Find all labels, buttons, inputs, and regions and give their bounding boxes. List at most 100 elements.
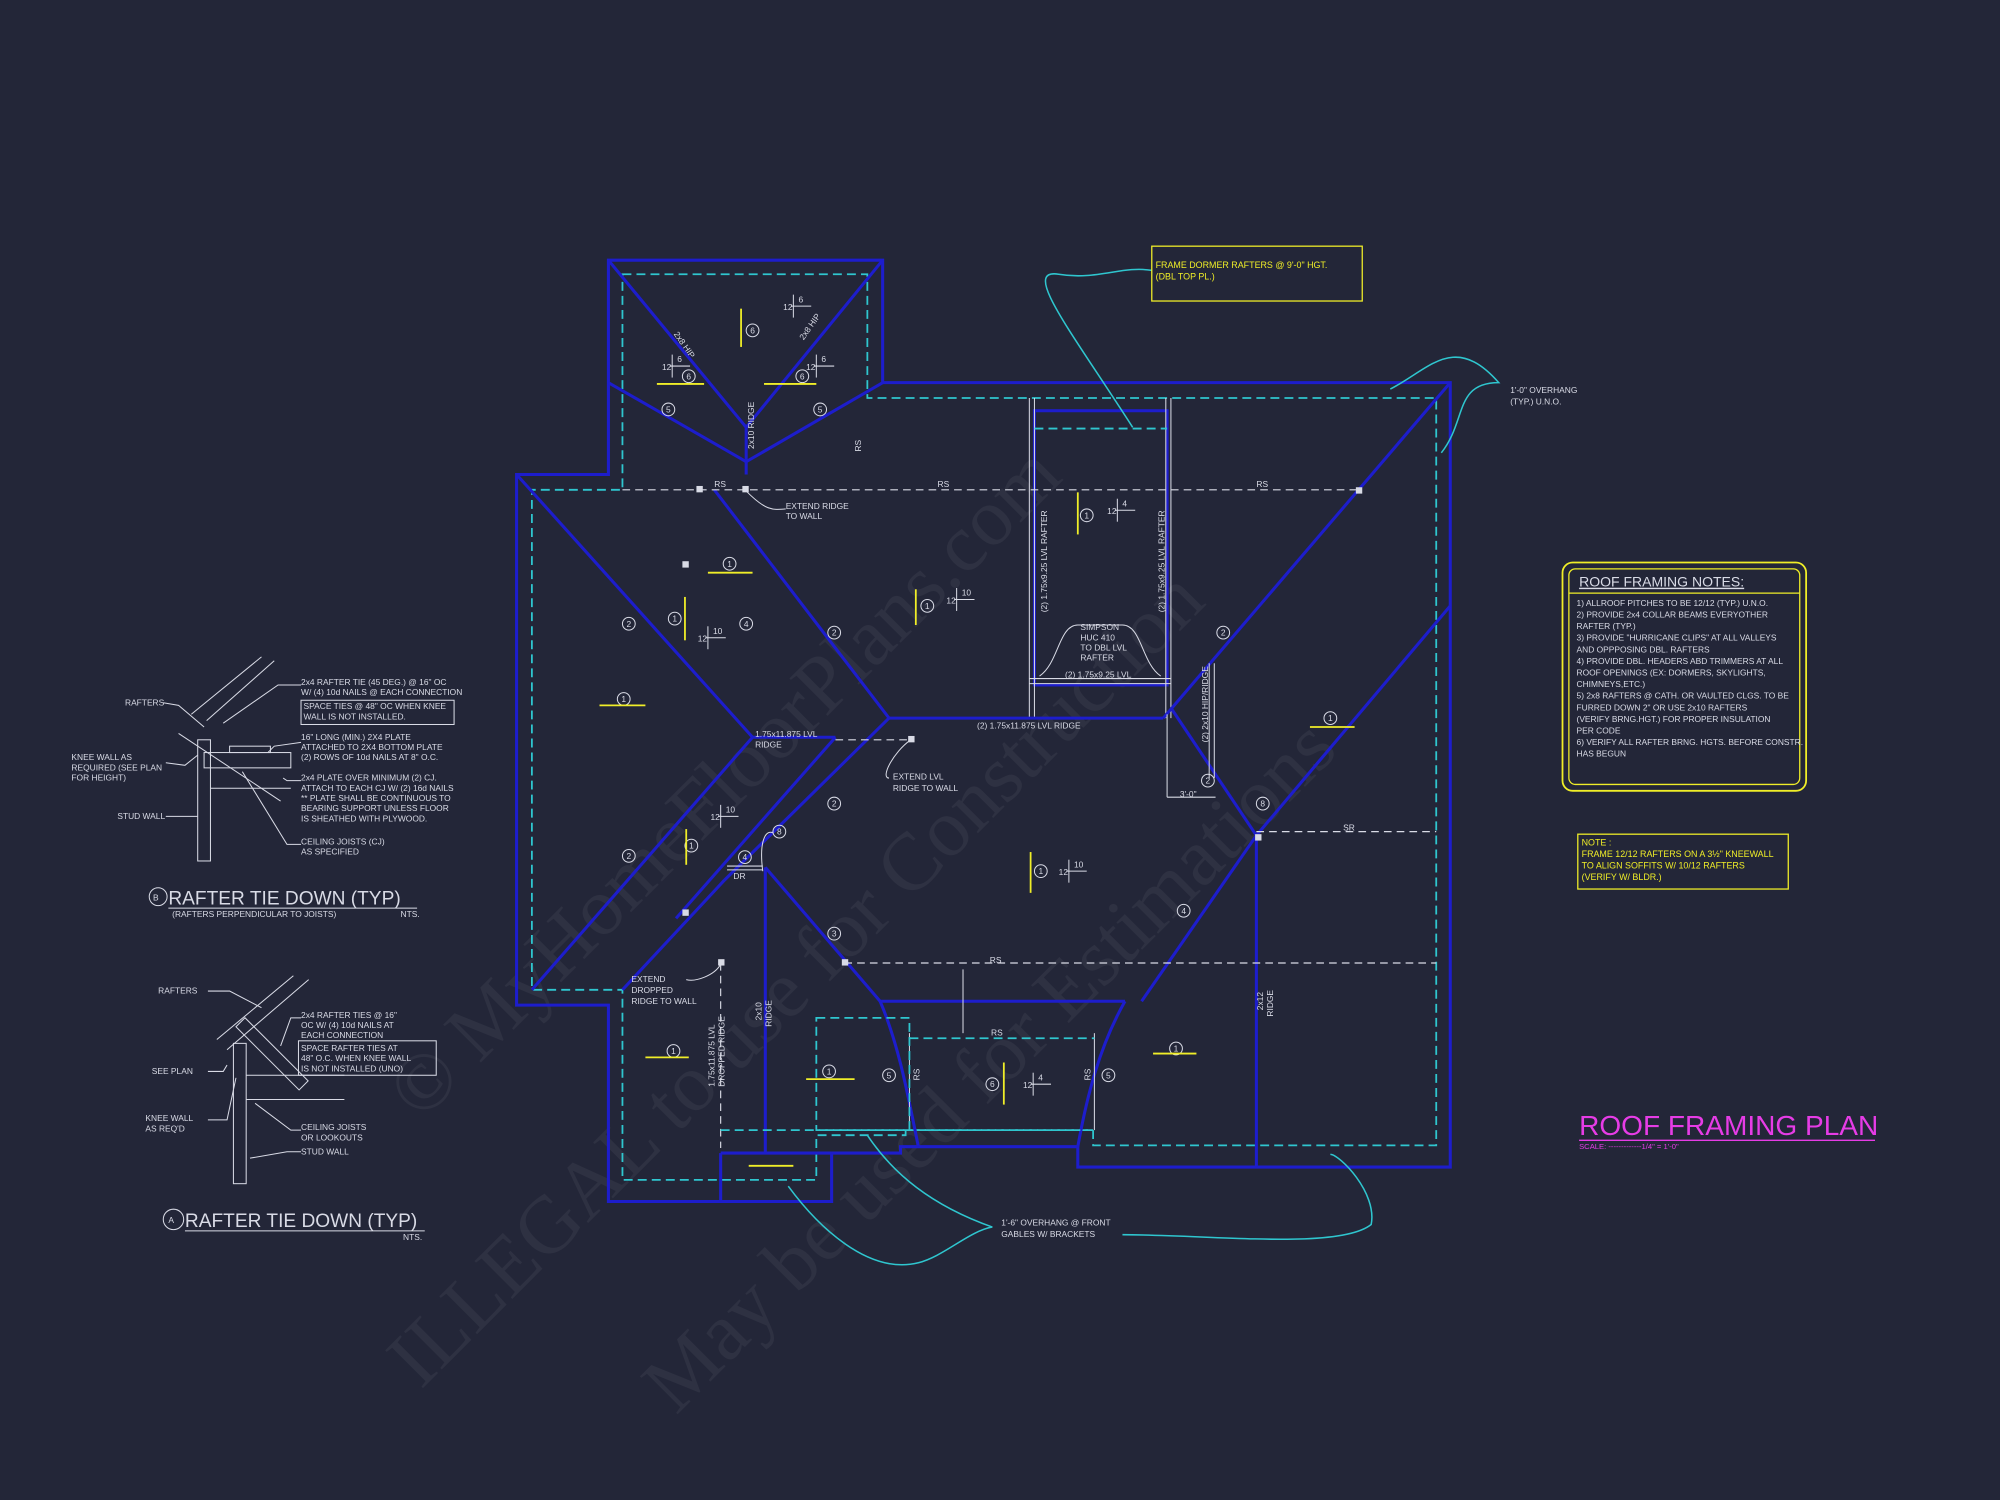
pitch-mark: 2	[621, 616, 636, 631]
kneewall-note-line: TO ALIGN SOFFITS W/ 10/12 RAFTERS	[1582, 861, 1745, 871]
pitch-run: 6	[677, 354, 682, 364]
pitch-mark-value: 6	[800, 371, 805, 381]
space-ties-label: 48" O.C. WHEN KNEE WALL	[301, 1053, 411, 1063]
note-line: RAFTER (TYP.)	[1577, 621, 1636, 631]
pitch-mark-value: 2	[626, 619, 631, 629]
plate-label: ATTACH TO EACH CJ W/ (2) 16d NAILS	[301, 783, 454, 793]
leaders	[686, 268, 1501, 1266]
pitch-mark: 6	[795, 369, 810, 384]
lvl-rafter-label: (2) 1.75x9.25 LVL RAFTER	[1157, 510, 1167, 612]
ridge-label: RIDGE	[1265, 990, 1275, 1017]
overhang-note-line: (TYP.) U.N.O.	[1510, 396, 1561, 406]
dormer-note-line: FRAME DORMER RAFTERS @ 9'-0" HGT.	[1156, 260, 1328, 270]
extend-dropped-label: DROPPED	[631, 985, 673, 995]
extend-ridge-label: TO WALL	[786, 511, 823, 521]
pitch-mark: 2	[827, 625, 842, 640]
pitch-mark: 5	[1101, 1068, 1116, 1083]
detail-a-rafter-tie-down: A RAFTER TIE DOWN (TYP) NTS. RAFTERS SEE…	[152, 975, 437, 1242]
space-ties-label: SPACE RAFTER TIES AT	[301, 1043, 398, 1053]
pitch-mark-value: 1	[1084, 510, 1089, 520]
note-line: ROOF OPENINGS (EX: DORMERS, SKYLIGHTS,	[1577, 668, 1766, 678]
rafter-tie-label: 2x4 RAFTER TIE (45 DEG.) @ 16" OC	[301, 677, 446, 687]
pitch-mark-value: 8	[1260, 799, 1265, 809]
simpson-label: SIMPSON	[1080, 622, 1119, 632]
pitch-mark-value: 6	[686, 371, 691, 381]
plate-label: (2) ROWS OF 10d NAILS AT 8" O.C.	[301, 752, 438, 762]
plate-label: 2x4 PLATE OVER MINIMUM (2) CJ.	[301, 773, 437, 783]
extend-lvl-label: EXTEND LVL	[893, 771, 944, 781]
pitch-mark-value: 2	[832, 799, 837, 809]
pitch-mark-value: 1	[1174, 1044, 1179, 1054]
nts-label: NTS.	[403, 1232, 422, 1242]
rafters-label: RAFTERS	[125, 697, 165, 707]
pitch-mark: 6	[985, 1077, 1000, 1092]
pitch-mark-value: 5	[818, 405, 823, 415]
detail-title: RAFTER TIE DOWN (TYP)	[168, 888, 400, 909]
ridge-label: RIDGE	[764, 1000, 774, 1027]
ridge-label: 2x10 RIDGE	[746, 401, 756, 449]
pitch-mark: 4	[739, 616, 754, 631]
pitch-mark-value: 1	[925, 601, 930, 611]
pitch-mark-value: 5	[1106, 1070, 1111, 1080]
ridge-label: 2x12	[1255, 992, 1265, 1011]
pitch-mark: 1	[667, 611, 682, 626]
roof-framing-notes: ROOF FRAMING NOTES:	[1561, 561, 1808, 792]
knee-wall-label: REQUIRED (SEE PLAN	[71, 762, 162, 772]
left-ridge-label: 1.75x11.875 LVL	[755, 729, 818, 739]
main-ridge-label: (2) 1.75x11.875 LVL RIDGE	[977, 720, 1081, 730]
knee-wall-label: AS REQ'D	[145, 1123, 184, 1133]
pitch-mark-value: 5	[887, 1070, 892, 1080]
pitch-run: 4	[1122, 498, 1127, 508]
ceiling-joists-label: AS SPECIFIED	[301, 847, 359, 857]
pitch-mark-value: 2	[832, 628, 837, 638]
pitch-mark-value: 2	[1206, 776, 1211, 786]
pitch-mark: 6	[745, 323, 760, 338]
rafters-label: RAFTERS	[158, 986, 198, 996]
detail-marker: B	[153, 893, 159, 903]
dropped-ridge-label: 1.75x11.875 LVL	[706, 1024, 716, 1087]
plate-label: 16" LONG (MIN.) 2X4 PLATE	[301, 732, 411, 742]
detail-marker: A	[168, 1215, 174, 1225]
pitch-mark: 5	[661, 402, 676, 417]
overhang-note-line: 1'-0" OVERHANG	[1510, 385, 1577, 395]
plate-label: ATTACHED TO 2X4 BOTTOM PLATE	[301, 742, 443, 752]
drawing-title: ROOF FRAMING PLAN SCALE: -------------1/…	[1579, 1110, 1878, 1151]
pitch-symbol: 124	[1023, 1072, 1052, 1096]
pitch-mark: 4	[738, 850, 752, 865]
text-blocks: 1) ALLROOF PITCHES TO BE 12/12 (TYP.) U.…	[71, 260, 1803, 1239]
pitch-rise: 12	[1023, 1080, 1033, 1090]
pitch-symbol: 12 4	[1107, 498, 1136, 522]
note-line: 1) ALLROOF PITCHES TO BE 12/12 (TYP.) U.…	[1577, 598, 1769, 608]
wall-outline	[530, 273, 1438, 1181]
plan-title: ROOF FRAMING PLAN	[1579, 1110, 1878, 1141]
pitch-mark: 1	[1323, 711, 1338, 725]
rs-label: RS	[912, 1068, 922, 1080]
pitch-rise: 12	[1059, 867, 1069, 877]
note-line: 4) PROVIDE DBL. HEADERS ABD TRIMMERS AT …	[1577, 656, 1784, 666]
note-line: 3) PROVIDE "HURRICANE CLIPS" AT ALL VALL…	[1577, 633, 1777, 643]
pitch-rise: 12	[946, 595, 956, 605]
extend-lvl-label: RIDGE TO WALL	[893, 783, 959, 793]
pitch-run: 10	[713, 626, 723, 636]
ceiling-joists-label: OR LOOKOUTS	[301, 1132, 363, 1142]
nts-label: NTS.	[401, 909, 420, 919]
rafter-support-lines	[622, 485, 1437, 1148]
rs-label: RS	[714, 479, 726, 489]
rs-label: RS	[1256, 479, 1268, 489]
pitch-mark-value: 6	[750, 325, 755, 335]
rafter-ties-label: OC W/ (4) 10d NAILS AT	[301, 1020, 394, 1030]
pitch-mark: 1	[1033, 864, 1048, 879]
pitch-rise: 12	[1107, 506, 1117, 516]
plate-label: BEARING SUPPORT UNLESS FLOOR	[301, 803, 449, 813]
kneewall-note-box	[1577, 833, 1789, 890]
pitch-run: 6	[821, 354, 826, 364]
pitch-mark: 8	[1255, 796, 1270, 811]
stud-wall-label: STUD WALL	[117, 811, 165, 821]
rs-label: RS	[990, 955, 1002, 965]
rs-label: RS	[938, 479, 950, 489]
